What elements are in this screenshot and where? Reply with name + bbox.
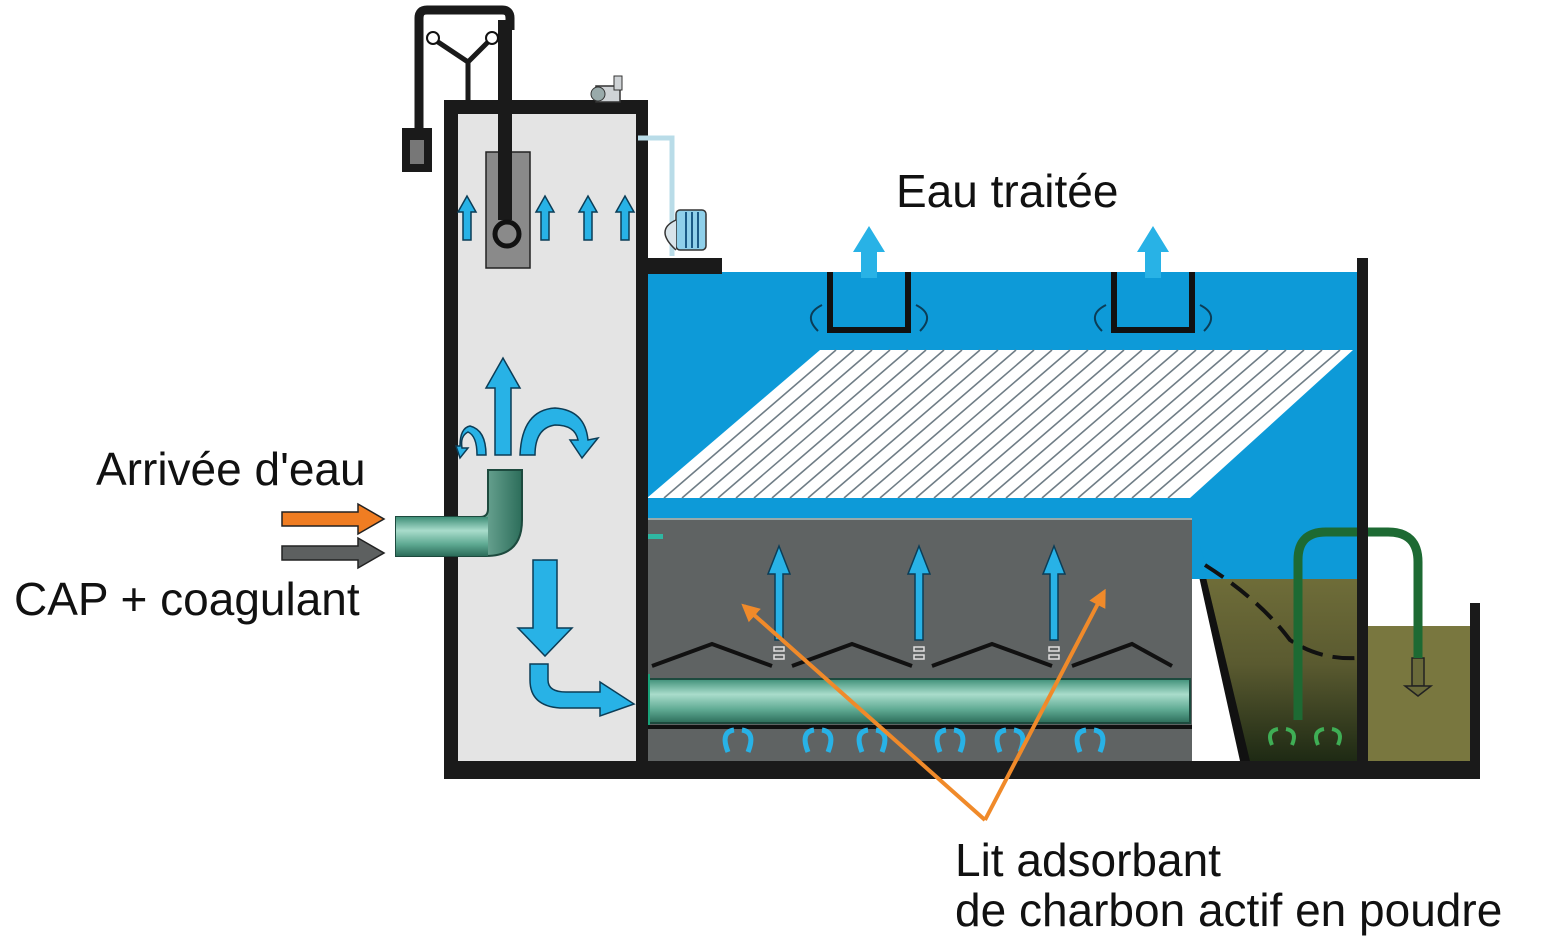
flow-arrow-icon [1041,543,1067,641]
pump-icon [590,75,623,103]
lamella-settler [647,350,1353,498]
carbon-bed-label-line1: Lit adsorbant [955,834,1221,886]
flow-arrow-icon [766,543,792,641]
flow-arrow-icon [1137,226,1169,278]
flow-arrow-icon [614,194,636,241]
recirculation-arrow-icon [953,727,966,753]
recirculation-arrow-icon [875,727,888,753]
flow-arrow-icon [516,559,574,658]
flow-arrow-icon [281,536,386,570]
recirculation-arrow-icon [994,727,1007,753]
pointer-arrow-icon [983,588,1106,821]
recirculation-arrow-icon [1074,727,1087,753]
recirculation-arrow-icon [821,727,834,753]
flow-arrow-icon [281,502,386,536]
flow-arrow-icon [456,194,478,241]
mixing-chamber [395,5,707,761]
pointer-arrow-icon [741,603,987,822]
distribution-hoods [651,641,1173,668]
flow-arrow-icon [577,194,599,241]
recirculation-arrow-icon [856,727,869,753]
flow-arrow-icon [853,226,885,278]
flow-arrow-icon [484,356,522,456]
tank-walls [444,258,1480,779]
recirculation-arrow-icon [934,727,947,753]
flow-arrow-icon [906,543,932,641]
mixer-icon [492,219,522,249]
recirculation-arrow-icon [722,727,735,753]
flow-arrow-icon [534,194,556,241]
recirculation-arrow-icon [519,407,600,460]
flow-arrow-icon [529,663,636,718]
lamella-plates [663,349,1341,499]
cap-coagulant-label: CAP + coagulant [14,573,360,625]
recirculation-arrow-icon [741,727,754,753]
recirculation-arrow-icon [1093,727,1106,753]
outlet-arrows [853,226,1169,278]
clarifier-tank [444,226,1480,779]
carbon-bed-label-line2: de charbon actif en poudre [955,884,1503,936]
recirculation-arrow-icon [454,425,487,460]
distribution-pipe [635,678,1191,724]
treated-water-label: Eau traitée [896,165,1119,217]
collection-troughs [827,272,1195,333]
water-inlet-label: Arrivée d'eau [96,443,366,495]
carbon-bed-pointers [741,588,1106,822]
recirculation-arrow-icon [802,727,815,753]
inlet-arrows [281,502,386,570]
upflow-arrows [766,543,1067,641]
dosing-pump [664,209,707,251]
